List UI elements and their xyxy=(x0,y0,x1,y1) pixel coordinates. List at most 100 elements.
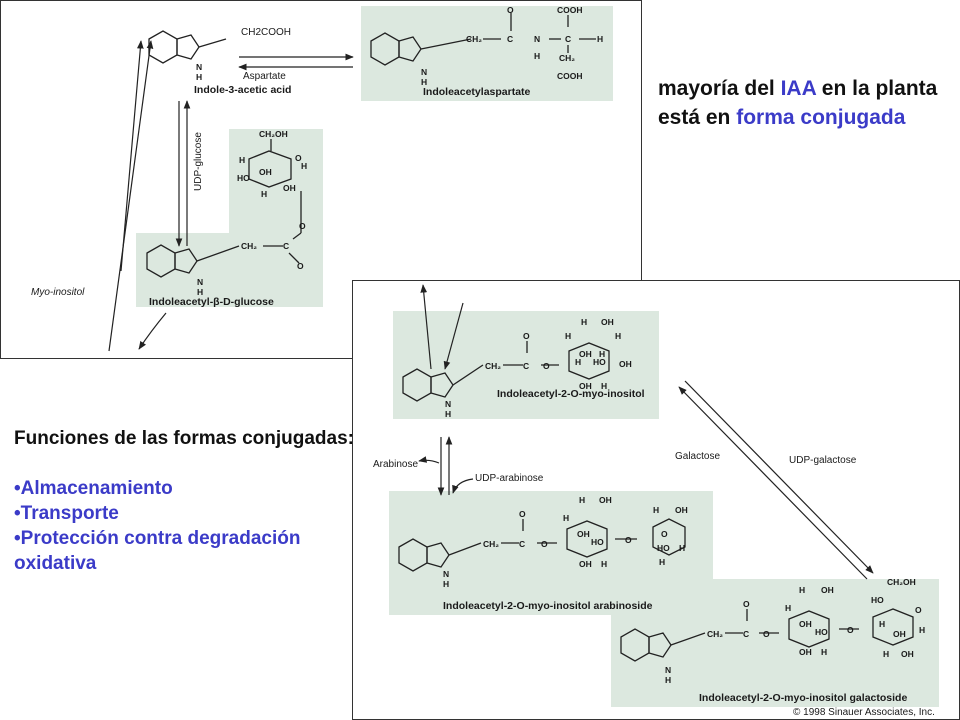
svg-text:C: C xyxy=(523,361,529,371)
aspartate-conjugate-label: Indoleacetylaspartate xyxy=(423,86,531,98)
galactoside-molecule xyxy=(620,608,914,662)
svg-text:H: H xyxy=(659,557,665,567)
svg-text:N: N xyxy=(443,569,449,579)
svg-text:H: H xyxy=(563,513,569,523)
arrow-to-top-panel xyxy=(420,284,432,370)
functions-list: •Almacenamiento •Transporte •Protección … xyxy=(14,476,354,576)
glucose-conjugate-label: Indoleacetyl-β-D-glucose xyxy=(149,296,274,308)
conjugate-functions: Funciones de las formas conjugadas: •Alm… xyxy=(14,426,354,576)
svg-text:OH: OH xyxy=(599,495,612,505)
svg-text:N: N xyxy=(197,277,203,287)
svg-text:O: O xyxy=(299,221,306,231)
arabinoside-label: Indoleacetyl-2-O-myo-inositol arabinosid… xyxy=(443,600,653,612)
myo-inositol-label: Myo-inositol xyxy=(31,287,85,298)
functions-heading: Funciones de las formas conjugadas: xyxy=(14,428,354,449)
arrow-inositol-to-iaa xyxy=(120,40,144,272)
svg-text:H: H xyxy=(239,155,245,165)
indoleacetyl-glucose-box xyxy=(136,129,323,307)
inositol-conjugate-molecule xyxy=(402,341,610,402)
svg-text:H: H xyxy=(597,34,603,44)
auxin-conjugation-figure-bottom: CH₂ C O O H OH H H OH H H HO OH OH H N H… xyxy=(352,280,960,720)
svg-text:O: O xyxy=(295,153,302,163)
svg-text:CH₂: CH₂ xyxy=(485,361,501,371)
svg-text:OH: OH xyxy=(799,647,812,657)
svg-text:CH₂OH: CH₂OH xyxy=(887,577,916,587)
svg-text:CH₂: CH₂ xyxy=(241,241,257,251)
svg-text:H: H xyxy=(601,559,607,569)
svg-text:H: H xyxy=(196,72,202,82)
svg-text:O: O xyxy=(763,629,770,639)
svg-text:H: H xyxy=(883,649,889,659)
auxin-conjugation-figure-top: CH2COOH N H Indole-3-acetic acid Asparta… xyxy=(0,0,642,359)
svg-text:H: H xyxy=(879,619,885,629)
svg-text:H: H xyxy=(581,317,587,327)
udp-arabinose-label: UDP-arabinose xyxy=(475,473,544,484)
svg-text:N: N xyxy=(534,34,540,44)
function-item-protection: •Protección contra degradación oxidativa xyxy=(14,528,301,574)
svg-text:OH: OH xyxy=(259,167,272,177)
svg-text:O: O xyxy=(507,5,514,15)
svg-text:O: O xyxy=(523,331,530,341)
iaa-side-chain: CH2COOH xyxy=(241,27,291,38)
svg-text:CH₂: CH₂ xyxy=(466,34,482,44)
svg-text:O: O xyxy=(743,599,750,609)
svg-text:OH: OH xyxy=(821,585,834,595)
svg-text:H: H xyxy=(679,543,685,553)
function-item-transport: •Transporte xyxy=(14,503,119,524)
svg-text:O: O xyxy=(543,361,550,371)
svg-text:OH: OH xyxy=(893,629,906,639)
svg-text:O: O xyxy=(541,539,548,549)
svg-text:CH₂: CH₂ xyxy=(707,629,723,639)
svg-text:N: N xyxy=(445,399,451,409)
svg-text:HO: HO xyxy=(871,595,884,605)
inositol-conjugate-label: Indoleacetyl-2-O-myo-inositol xyxy=(497,388,645,400)
svg-text:H: H xyxy=(445,409,451,419)
svg-text:OH: OH xyxy=(601,317,614,327)
iaa-molecule xyxy=(148,30,227,64)
figure-bottom-svg: CH₂ C O O H OH H H OH H H HO OH OH H N H… xyxy=(373,284,939,718)
svg-text:COOH: COOH xyxy=(557,71,583,81)
svg-text:C: C xyxy=(283,241,289,251)
svg-text:OH: OH xyxy=(577,529,590,539)
aspartate-label: Aspartate xyxy=(243,71,286,82)
glucose-molecule xyxy=(248,139,302,233)
svg-text:H: H xyxy=(301,161,307,171)
svg-text:N: N xyxy=(665,665,671,675)
inositol-conjugate-box xyxy=(393,311,659,419)
iaa-label: Indole-3-acetic acid xyxy=(194,84,291,96)
svg-text:O: O xyxy=(297,261,304,271)
svg-text:C: C xyxy=(565,34,571,44)
svg-text:H: H xyxy=(785,603,791,613)
svg-text:O: O xyxy=(847,625,854,635)
svg-text:H: H xyxy=(653,505,659,515)
svg-text:HO: HO xyxy=(237,173,250,183)
svg-text:OH: OH xyxy=(799,619,812,629)
galactose-label: Galactose xyxy=(675,451,720,462)
svg-text:OH: OH xyxy=(579,559,592,569)
svg-text:H: H xyxy=(579,495,585,505)
svg-text:COOH: COOH xyxy=(557,5,583,15)
arrow-to-galactoside xyxy=(684,380,874,574)
arrow-return-to-iaa xyxy=(108,40,154,352)
copyright-notice: © 1998 Sinauer Associates, Inc. xyxy=(793,707,935,718)
svg-text:CH₂OH: CH₂OH xyxy=(259,129,288,139)
function-item-storage: •Almacenamiento xyxy=(14,478,173,499)
arabinose-label: Arabinose xyxy=(373,459,418,470)
svg-text:C: C xyxy=(507,34,513,44)
svg-text:H: H xyxy=(615,331,621,341)
udp-galactose-label: UDP-galactose xyxy=(789,455,857,466)
svg-text:C: C xyxy=(743,629,749,639)
svg-text:H: H xyxy=(421,77,427,87)
svg-text:H: H xyxy=(665,675,671,685)
udp-glucose-label: UDP-glucose xyxy=(193,132,204,191)
svg-text:N: N xyxy=(196,62,202,72)
svg-text:H: H xyxy=(599,349,605,359)
svg-text:O: O xyxy=(661,529,668,539)
indoleacetylaspartate-box xyxy=(361,6,613,101)
svg-text:H: H xyxy=(197,287,203,297)
svg-text:C: C xyxy=(519,539,525,549)
svg-text:OH: OH xyxy=(619,359,632,369)
svg-text:OH: OH xyxy=(901,649,914,659)
arrow-from-top-panel xyxy=(443,302,464,370)
iaa-conjugate-statement: mayoría del IAA en la planta está en for… xyxy=(658,77,938,129)
